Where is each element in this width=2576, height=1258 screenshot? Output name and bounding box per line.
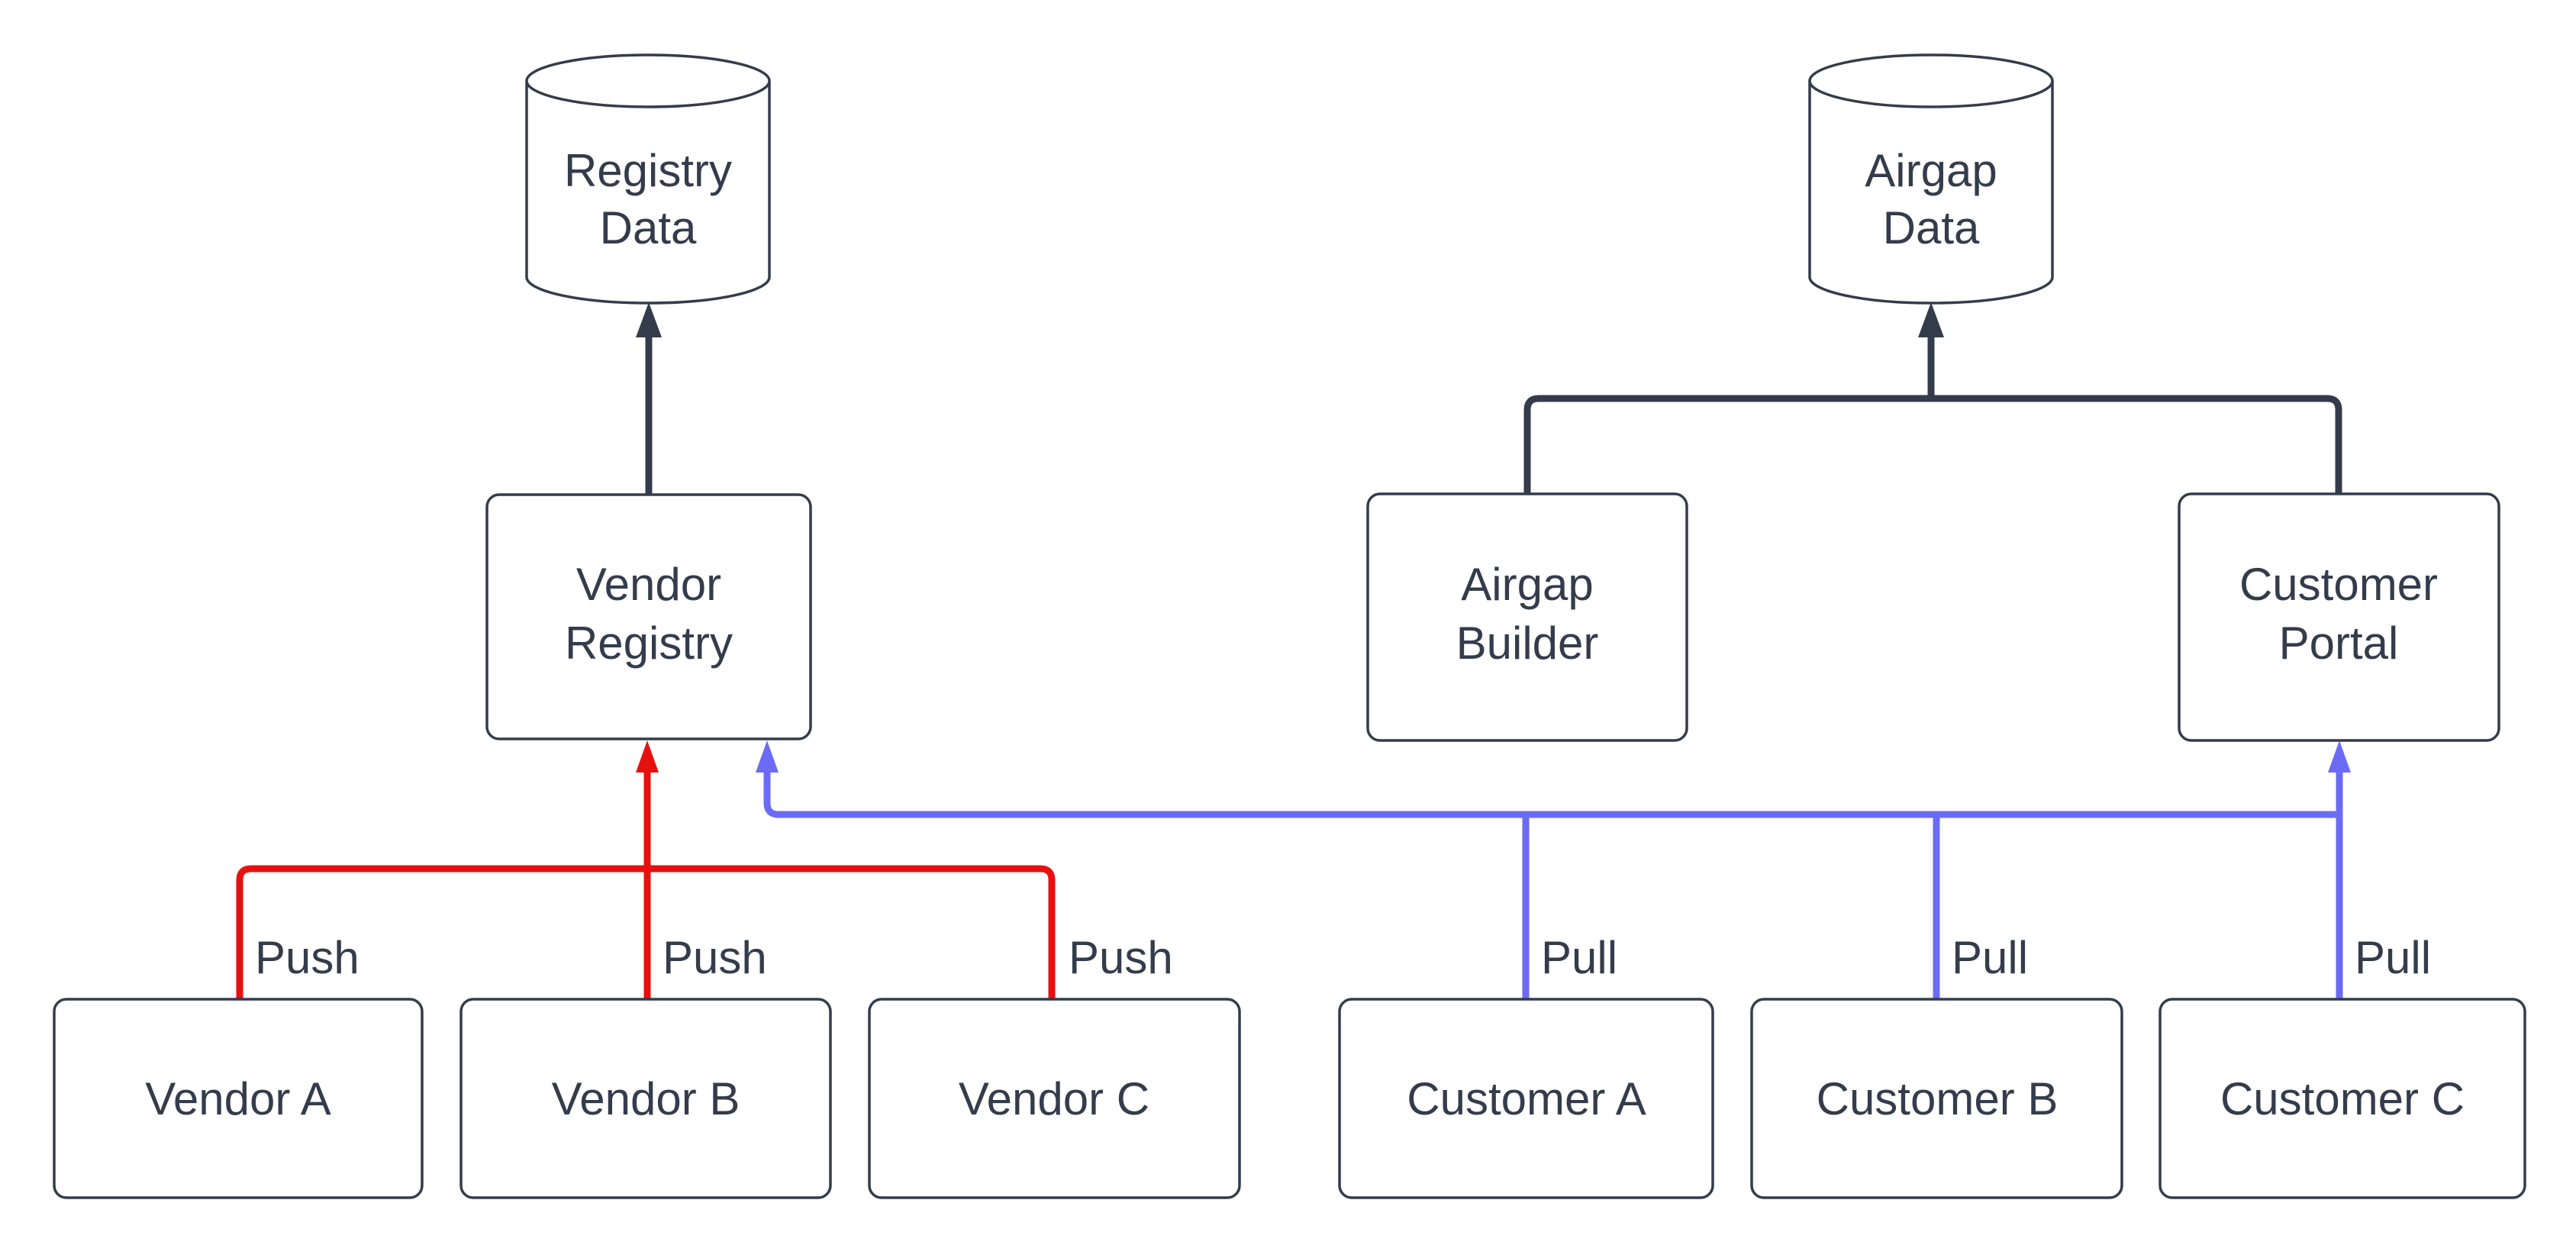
node-label: Vendor C [959,1073,1149,1124]
node-label: Customer [2239,559,2438,610]
node-label: Builder [1456,618,1599,669]
node-label: Airgap [1461,559,1593,610]
node-label: Vendor A [145,1073,331,1124]
arrowhead-up-icon [756,740,779,773]
node-box [1338,998,1714,1199]
node-label: Registry [564,145,732,196]
edge-label-push-b: Push [663,932,767,983]
edge-label-push-c: Push [1069,932,1173,983]
node-customer-a: Customer A [1338,998,1714,1199]
node-box [485,493,812,740]
node-registry-data: Registry Data [525,53,771,305]
node-customer-portal: Customer Portal [2178,492,2500,742]
node-label: Customer B [1817,1073,2059,1124]
node-vendor-registry: Vendor Registry [485,493,812,740]
edge-label-pull-b: Pull [1952,932,2028,983]
node-label: Vendor [576,559,721,610]
node-box [868,998,1241,1199]
arrowhead-up-icon [1918,302,1944,337]
arrowhead-up-icon [636,740,659,773]
database-cylinder-icon [1808,53,2054,305]
node-customer-b: Customer B [1750,998,2123,1199]
node-vendor-b: Vendor B [459,998,832,1199]
node-box [1366,492,1688,742]
node-box [2158,998,2526,1199]
edge-builder-and-portal-to-airgap-data [1523,302,2342,494]
edges-push-bus [236,740,1056,999]
node-label: Portal [2279,618,2399,669]
cylinder-rim [525,80,771,108]
node-vendor-a: Vendor A [53,998,424,1199]
node-label: Customer A [1407,1073,1646,1124]
node-label: Data [600,202,697,253]
node-box [459,998,832,1199]
node-airgap-builder: Airgap Builder [1366,492,1688,742]
edge-line [763,769,2339,818]
node-label: Customer C [2220,1073,2465,1124]
node-vendor-c: Vendor C [868,998,1241,1199]
node-label: Registry [565,618,733,669]
cylinder-rim [1808,80,2054,108]
edge-label-pull-c: Pull [2355,932,2431,983]
arrowhead-up-icon [636,302,662,337]
node-box [53,998,424,1199]
edge-line [1523,395,2342,494]
edge-vendor-registry-to-registry-data [636,302,662,495]
node-box [1750,998,2123,1199]
arrowhead-up-icon [2328,740,2351,773]
node-label: Airgap [1865,145,1997,196]
node-customer-c: Customer C [2158,998,2526,1199]
edge-label-push-a: Push [255,932,359,983]
node-label: Vendor B [552,1073,740,1124]
edge-label-pull-a: Pull [1541,932,1617,983]
edges-pull-bus [756,740,2351,999]
node-label: Data [1883,202,1980,253]
node-box [2178,492,2500,742]
node-airgap-data: Airgap Data [1808,53,2054,305]
database-cylinder-icon [525,53,771,305]
